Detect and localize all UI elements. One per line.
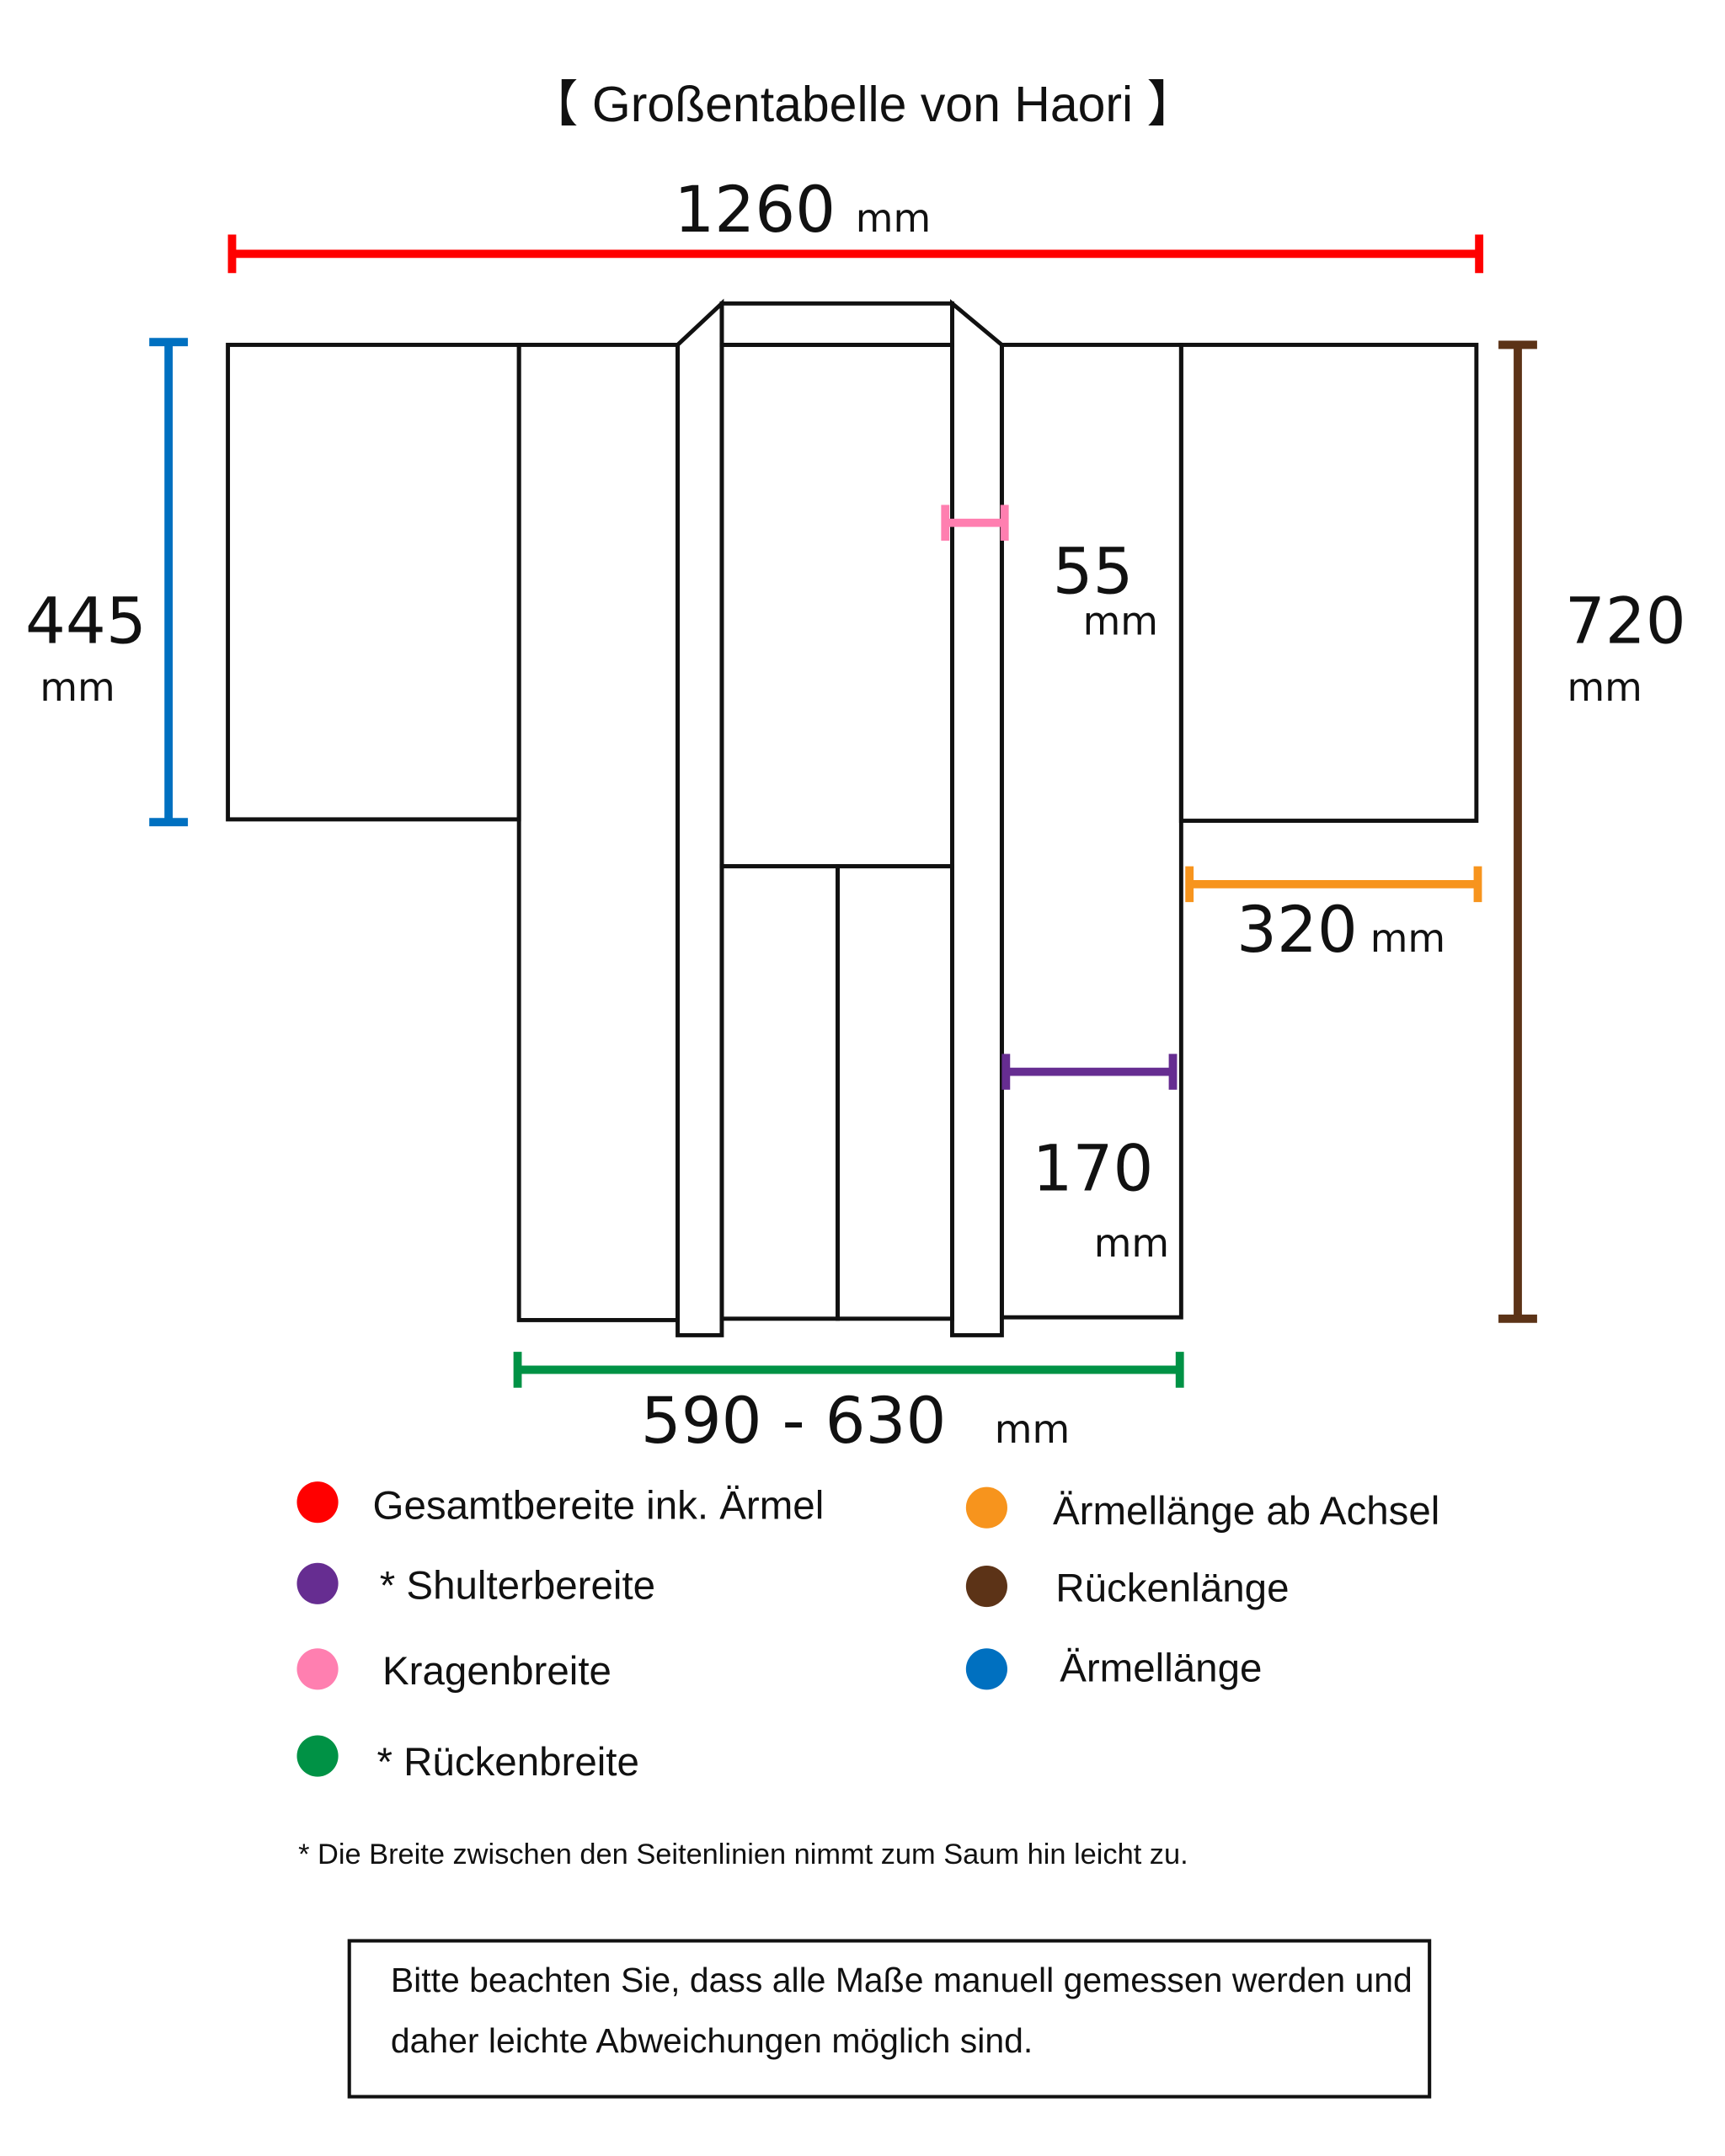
collar-width-bar [941,504,1009,542]
left-body-panel [516,343,680,1322]
sleeve-length-bar [149,338,189,827]
back-length-value: 720 [1565,584,1686,658]
collar-width-unit: mm [1083,598,1158,643]
sleeve-from-armpit-unit: mm [1370,915,1445,961]
notice-line-2: daher leichte Abweichungen möglich sind. [391,2021,1033,2060]
legend-label: Gesamtbereite ink. Ärmel [373,1483,825,1528]
center-back-panel [719,343,954,869]
shoulder-width-unit: mm [1094,1220,1169,1266]
legend-dot-red [296,1481,339,1524]
legend-label: Ärmellänge [1060,1646,1262,1691]
total-width-value: 1260 [674,173,836,247]
right-collar [950,299,1004,1337]
shoulder-width-bar [1001,1054,1178,1090]
shoulder-width-value: 170 [1033,1131,1154,1205]
legend-label: Ärmellänge ab Achsel [1053,1489,1439,1534]
page-title: 【 Großentabelle von Haori 】 [529,77,1197,132]
footnote: * Die Breite zwischen den Seitenlinien n… [298,1838,1188,1870]
sleeve-from-armpit-value: 320 [1236,893,1358,967]
legend-dot-brown [965,1565,1007,1608]
total-width-unit: mm [856,195,931,241]
legend-dot-green [296,1735,339,1777]
back-width-value: 590 - 630 [641,1384,947,1458]
legend-label: * Rückenbreite [377,1740,638,1785]
lower-left-panel [719,864,840,1321]
back-width-unit: mm [995,1406,1070,1452]
back-length-bar [1498,340,1537,1323]
collar-top [719,301,954,347]
legend-dot-purple [296,1562,339,1604]
sleeve-length-value: 445 [25,584,147,658]
right-sleeve [1178,343,1479,823]
legend-label: Rückenlänge [1055,1566,1289,1611]
sleeve-from-armpit-bar [1185,866,1482,903]
legend-dot-blue [965,1648,1007,1690]
lower-right-panel [836,864,954,1321]
right-body-panel [999,343,1183,1320]
haori-outline [226,298,1479,1337]
sleeve-length-unit: mm [40,664,115,710]
legend-label: * Shulterbereite [380,1563,655,1608]
notice-box [347,1939,1432,2099]
notice-line-1: Bitte beachten Sie, dass alle Maße manue… [391,1961,1413,1999]
total-width-bar [227,234,1484,274]
back-width-bar [513,1352,1184,1388]
collar-width-value: 55 [1053,534,1134,608]
legend-label: Kragenbreite [382,1649,611,1694]
back-length-unit: mm [1567,664,1642,710]
left-collar [676,298,724,1337]
legend-dot-pink [296,1648,339,1690]
legend: Gesamtbereite ink. Ärmel * Shulterbereit… [296,1481,1439,1785]
legend-dot-orange [965,1486,1007,1529]
left-sleeve [226,343,521,822]
